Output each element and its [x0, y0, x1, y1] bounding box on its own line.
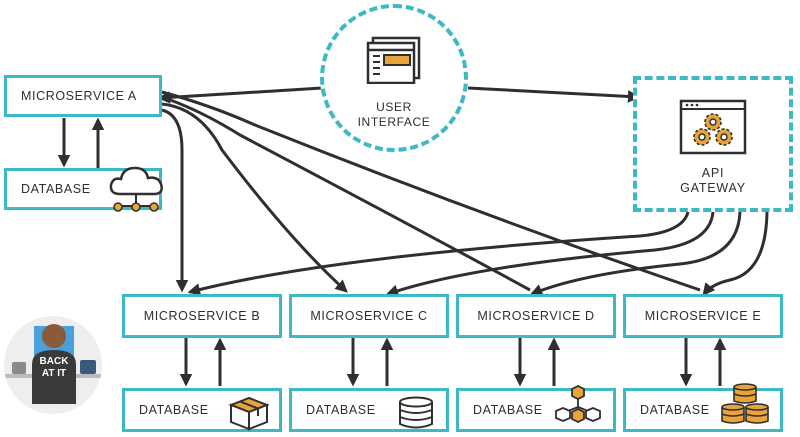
microservice-c: MICROSERVICE C	[289, 294, 449, 338]
badge-label-line1: BACK	[39, 356, 69, 367]
package-box-icon	[228, 396, 270, 431]
arrow-gateway-to-c	[385, 211, 715, 297]
arrow-ui-to-api-gateway	[467, 86, 641, 103]
database-b: DATABASE	[122, 388, 282, 432]
microservice-e: MICROSERVICE E	[623, 294, 783, 338]
microservice-b-label: MICROSERVICE B	[143, 309, 261, 323]
database-e-label: DATABASE	[640, 403, 710, 417]
arrow-gateway-to-d	[529, 211, 742, 296]
cube-network-icon	[555, 385, 601, 424]
person-at-desk-icon	[4, 324, 102, 404]
gears-window-icon	[679, 99, 747, 155]
microservice-d-label: MICROSERVICE D	[477, 309, 595, 323]
stacked-databases-icon	[721, 383, 769, 424]
database-a-label: DATABASE	[21, 182, 91, 196]
user-interface-label-line1: USER	[376, 100, 412, 114]
database-e: DATABASE	[623, 383, 783, 432]
microservice-a: MICROSERVICE A	[4, 75, 162, 117]
arrow-microservice-a-to-d	[161, 95, 531, 292]
database-d-label: DATABASE	[473, 403, 543, 417]
user-interface-label-line2: INTERFACE	[357, 115, 431, 129]
api-gateway-label-line2: GATEWAY	[680, 181, 746, 195]
database-c: DATABASE	[289, 388, 449, 432]
back-at-it-badge: BACK AT IT	[4, 316, 102, 414]
microservice-a-label: MICROSERVICE A	[21, 89, 137, 103]
arrow-gateway-to-e	[702, 211, 769, 296]
database-cylinder-icon	[399, 396, 433, 429]
api-gateway-label-line1: API	[701, 166, 725, 180]
cloud-network-icon	[109, 166, 163, 212]
microservice-c-label: MICROSERVICE C	[310, 309, 428, 323]
user-interface-node: USER INTERFACE	[320, 4, 468, 152]
microservice-b: MICROSERVICE B	[122, 294, 282, 338]
arrow-microservice-a-to-c	[161, 102, 348, 293]
arrow-gateway-to-b	[187, 211, 690, 296]
database-c-label: DATABASE	[306, 403, 376, 417]
database-d: DATABASE	[456, 385, 616, 432]
arrow-ui-to-microservice-a	[157, 86, 323, 104]
arrow-microservice-a-to-b	[161, 108, 189, 293]
microservice-e-label: MICROSERVICE E	[644, 309, 762, 323]
api-gateway-node: API GATEWAY	[633, 76, 793, 212]
microservice-d: MICROSERVICE D	[456, 294, 616, 338]
badge-label-line2: AT IT	[41, 368, 67, 379]
database-b-label: DATABASE	[139, 403, 209, 417]
browser-window-icon	[366, 36, 421, 84]
